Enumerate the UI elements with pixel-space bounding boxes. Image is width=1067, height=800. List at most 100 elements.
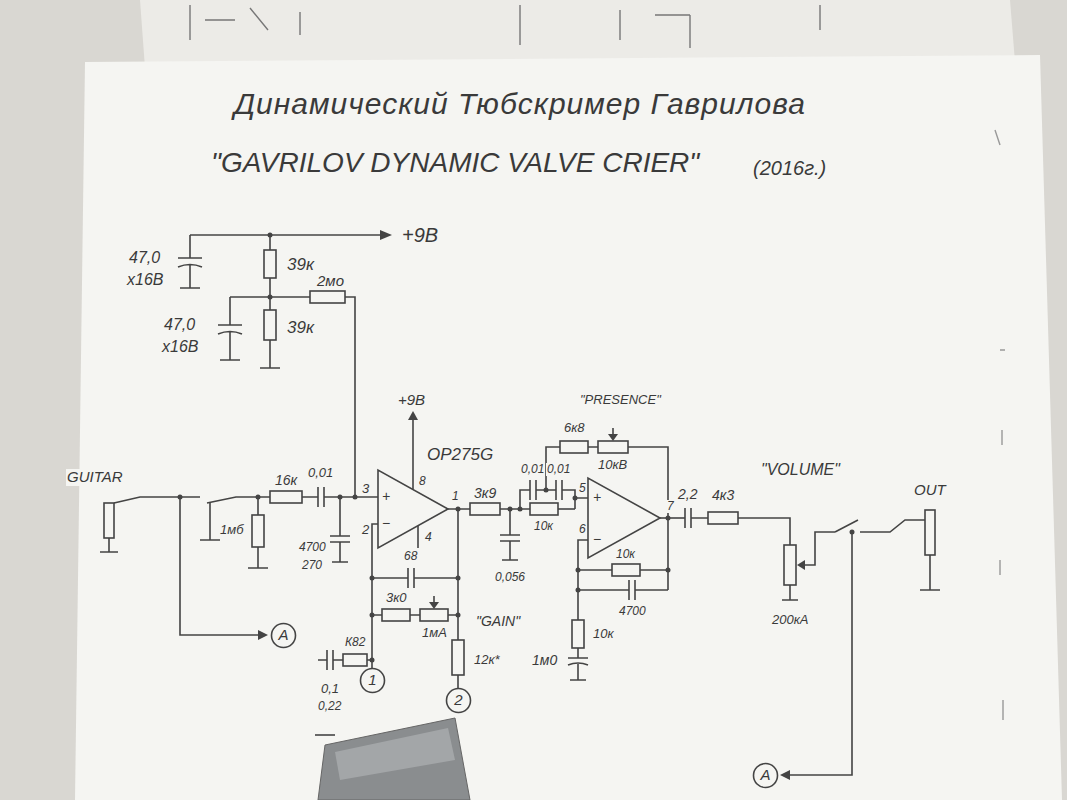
schematic-wires [598,441,628,453]
schematic-wires [452,640,464,675]
component-label: 1м0 [531,653,558,668]
component-label: 3 [361,482,370,496]
schematic-wires [270,491,302,503]
circled-marker: 2 [445,687,472,714]
component-label: 0,01 [307,466,334,480]
component-label: +9В [401,224,439,246]
component-label: 10к [615,548,636,561]
binder-clip [335,728,455,780]
component-label: 10кВ [597,458,628,472]
junction-dots [370,613,375,618]
component-label: 5 [578,482,587,495]
wire-arrowheads [380,230,392,240]
component-label: 68 [403,550,418,563]
schematic-wires [530,503,558,515]
schematic-wires [230,297,355,497]
schematic-wires [457,509,459,688]
binder-clip [318,718,470,800]
component-label: 0,01 [546,463,571,476]
marker-outline [272,624,296,648]
component-label: OUT [913,482,947,499]
schematic-wires [708,512,738,524]
schematic-wires [269,235,271,297]
component-label: OP275G [426,446,494,465]
junction-dots [268,295,273,300]
schematic-wires [318,650,372,670]
junction-dots [508,507,513,512]
junction-dots [178,495,183,500]
circled-marker: A [752,762,779,789]
wire-arrowheads [608,434,618,441]
schematic-wires [218,297,242,360]
circled-marker: A [270,622,297,649]
junction-dots [666,516,671,521]
junction-dots [456,507,461,512]
schematic-wires [264,250,276,278]
schematic-wires [612,564,640,576]
marker-text: 1 [368,672,376,689]
component-label: 0,01 [520,463,545,476]
component-label: 4 [424,531,433,544]
binder-clip [318,718,470,800]
schematic-wires [568,540,588,680]
component-label: 6к8 [563,421,586,435]
component-label: 8 [418,475,427,488]
junction-dots [370,576,375,581]
schematic-wires [530,508,575,510]
diagram-title: Динамический Тюбскример Гаврилова [234,87,806,120]
schematic-wires [252,515,264,547]
schematic-wires [470,503,500,515]
schematic-wires [420,609,448,621]
component-label: 200кА [771,613,810,627]
component-label: 3к0 [385,591,408,605]
component-label: "PRESENCE" [579,393,662,407]
component-label: 0,056 [494,571,526,584]
component-label: 10к [592,627,615,641]
schematic-wires [200,503,220,540]
schematic-wires [100,235,940,775]
wire-arrowheads [780,770,790,780]
junction-dots [456,576,461,581]
schematic-wires [685,508,798,600]
schematic-wires [315,734,335,736]
component-label: 16к [274,473,298,488]
component-label: 2,2 [677,487,698,502]
component-label: 6 [578,523,587,536]
component-label: − [592,532,602,547]
schematic-wires [925,510,935,555]
component-label: x16В [126,271,164,289]
component-label: − [381,516,391,531]
component-label: "VOLUME" [760,461,841,479]
schematic-wires [660,517,685,519]
component-label: "GAIN" [475,614,521,629]
schematic-wires [520,480,588,509]
junction-dots [850,530,855,535]
junction-dots [370,658,375,663]
component-label: 10к [533,520,554,533]
junction-dots [544,488,549,493]
schematic-wires [572,620,584,648]
wire-arrowheads [258,230,805,780]
component-label: +9В [397,392,426,409]
schematic-wires [264,310,276,340]
schematic-wires [920,555,940,590]
component-label: 39к [286,319,315,338]
wire-arrowheads [258,630,268,640]
junction-dots [338,495,343,500]
component-label: 4к3 [711,488,735,503]
schematic-wires [790,520,925,775]
wire-arrowheads [408,411,418,420]
component-label: x16В [161,338,199,356]
marker-outline [361,669,385,693]
circled-marker: 1 [359,667,386,694]
component-label: 39к [286,256,315,275]
junction-dots [456,613,461,618]
junction-dots [518,507,523,512]
schematic-wires [248,497,268,568]
junction-dots [178,233,855,663]
component-label: 3к9 [473,486,497,501]
component-label: + [592,490,602,505]
component-label: 4700 [618,605,647,618]
